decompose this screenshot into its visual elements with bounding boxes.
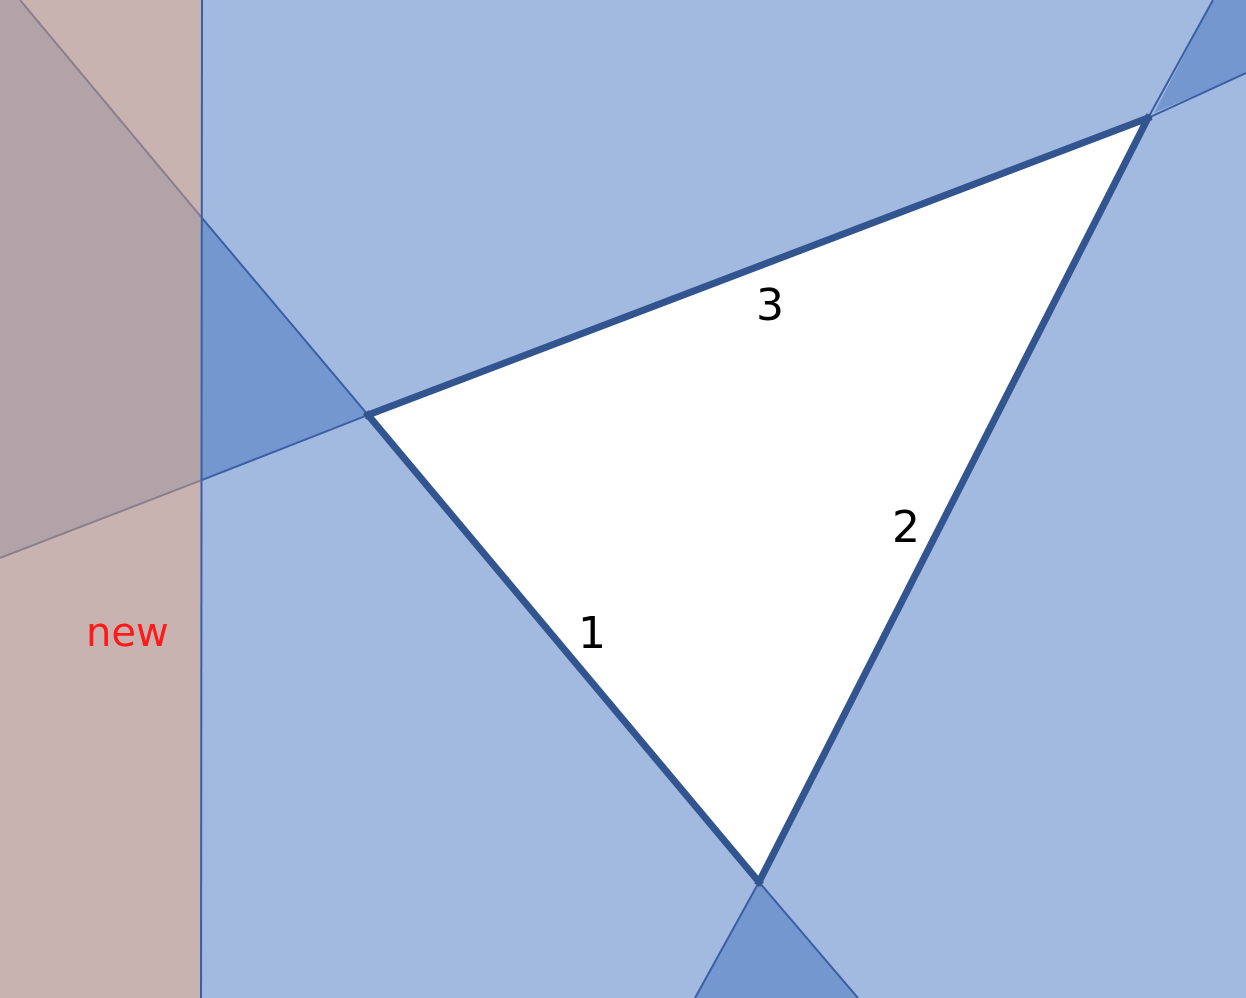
- triangle-edge-2: [754, 113, 1153, 887]
- triangle-edge-3: [363, 113, 1153, 420]
- new-region-label: new: [86, 610, 169, 656]
- edge-3-extension: [1147, 72, 1246, 119]
- corner-overlap-top-right: [1154, 0, 1246, 113]
- new-region-overlap: [0, 0, 202, 558]
- edge-2-extension: [694, 881, 760, 998]
- feasible-triangle: [368, 118, 1148, 882]
- new-edge-1-extension: [19, 0, 203, 219]
- edge-1-extension: [201, 217, 369, 416]
- edge-1-label: 1: [578, 608, 606, 659]
- new-constraint-boundary: [200, 0, 203, 998]
- edge-3-label: 3: [756, 280, 784, 331]
- corner-overlap-left: [202, 218, 368, 480]
- edge-3-extension: [201, 414, 369, 481]
- new-edge-3-extension: [0, 479, 203, 559]
- edge-2-extension: [1147, 0, 1214, 119]
- triangle-edge-1: [363, 410, 764, 887]
- edge-2-label: 2: [892, 502, 920, 553]
- corner-overlap-bottom: [695, 882, 858, 998]
- edge-1-extension: [758, 881, 859, 998]
